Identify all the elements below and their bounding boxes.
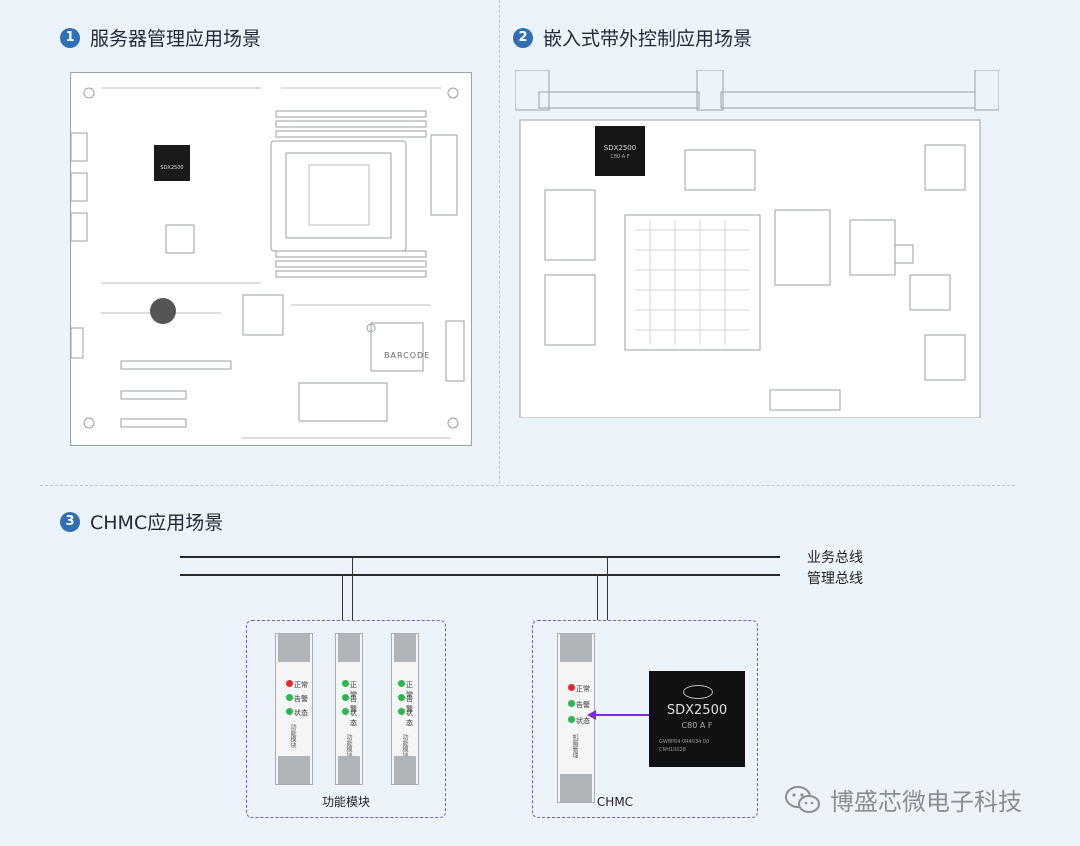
card-footer: 功能模块 — [289, 724, 296, 748]
status-led — [342, 708, 349, 715]
embedded-board-drawing — [515, 70, 999, 418]
chmc-connector-b — [607, 556, 608, 620]
motherboard-drawing — [71, 87, 465, 439]
led-label: 告警 — [406, 695, 413, 713]
section-1-heading: 1 服务器管理应用场景 — [60, 24, 261, 51]
led-label: 正常 — [294, 681, 308, 689]
status-led — [342, 694, 349, 701]
function-module-card: 正常 告警 状态 功能模块 — [275, 633, 313, 785]
led-label: 告警 — [576, 701, 590, 709]
vertical-divider — [499, 0, 500, 484]
section-3-title: CHMC应用场景 — [90, 512, 224, 534]
chip-sub: C80 A F — [681, 721, 713, 730]
card-footer: 机箱管理 — [571, 734, 578, 758]
server-motherboard: SDX2500 BARCODE — [70, 72, 472, 446]
board1-chip-label: SDX2500 — [160, 165, 184, 171]
section-1-title: 服务器管理应用场景 — [90, 28, 262, 50]
section-2-heading: 2 嵌入式带外控制应用场景 — [513, 24, 752, 51]
section-2-title: 嵌入式带外控制应用场景 — [543, 28, 753, 50]
chmc-label: CHMC — [596, 795, 634, 809]
led-label: 告警 — [294, 695, 308, 703]
sdx2500-chip: SDX2500 C80 A F GW8P04 0R4034.00 CNH1002… — [649, 671, 745, 767]
card-footer: 功能模块 — [401, 734, 408, 758]
status-led — [286, 694, 293, 701]
led-label: 正常 — [350, 681, 357, 699]
status-led — [398, 708, 405, 715]
board1-barcode: BARCODE — [384, 351, 431, 360]
function-module-group: 正常 告警 状态 功能模块 正常 告警 状态 功能模块 正常 告警 状态 功能模… — [246, 620, 446, 818]
module-connector-b — [352, 556, 353, 620]
function-module-card: 正常 告警 状态 功能模块 — [335, 633, 363, 785]
led-label: 状态 — [406, 709, 413, 727]
business-bus-line — [180, 556, 780, 558]
led-label: 正常 — [576, 685, 590, 693]
section-2-number: 2 — [513, 27, 533, 48]
chip-logo-icon — [683, 685, 713, 699]
watermark: 博盛芯微电子科技 — [784, 782, 1022, 817]
management-bus-label: 管理总线 — [807, 571, 863, 587]
status-led — [568, 700, 575, 707]
led-label: 状态 — [350, 709, 357, 727]
status-led — [342, 680, 349, 687]
module-connector-a — [342, 574, 343, 620]
watermark-text: 博盛芯微电子科技 — [830, 788, 1022, 816]
horizontal-divider — [40, 485, 1015, 486]
business-bus-label: 业务总线 — [807, 550, 863, 566]
board2-chip-label: SDX2500 — [603, 144, 637, 152]
led-label: 正常 — [406, 681, 413, 699]
arrow-icon — [587, 710, 649, 720]
status-led — [568, 716, 575, 723]
status-led — [398, 680, 405, 687]
status-led — [286, 680, 293, 687]
chmc-group: 正常 告警 状态 机箱管理 SDX2500 C80 A F GW8P04 0R4… — [532, 620, 758, 818]
led-label: 状态 — [294, 709, 308, 717]
chip-fine-2: CNH10028 — [659, 747, 686, 753]
board2-chip-sub: C80 A F — [610, 154, 630, 160]
wechat-icon — [785, 785, 820, 813]
chmc-card: 正常 告警 状态 机箱管理 — [557, 633, 595, 803]
management-bus-line — [180, 574, 780, 576]
function-module-label: 功能模块 — [321, 795, 370, 809]
embedded-board: SDX2500 C80 A F — [515, 70, 999, 418]
section-3-heading: 3 CHMC应用场景 — [60, 508, 223, 535]
led-label: 状态 — [576, 717, 590, 725]
led-label: 告警 — [350, 695, 357, 713]
chmc-connector-a — [597, 574, 598, 620]
section-3-number: 3 — [60, 511, 80, 532]
status-led — [286, 708, 293, 715]
chip-name: SDX2500 — [666, 703, 728, 718]
card-footer: 功能模块 — [345, 734, 352, 758]
section-1-number: 1 — [60, 27, 80, 48]
chip-fine-1: GW8P04 0R4034.00 — [659, 739, 710, 745]
function-module-card: 正常 告警 状态 功能模块 — [391, 633, 419, 785]
status-led — [398, 694, 405, 701]
status-led — [568, 684, 575, 691]
